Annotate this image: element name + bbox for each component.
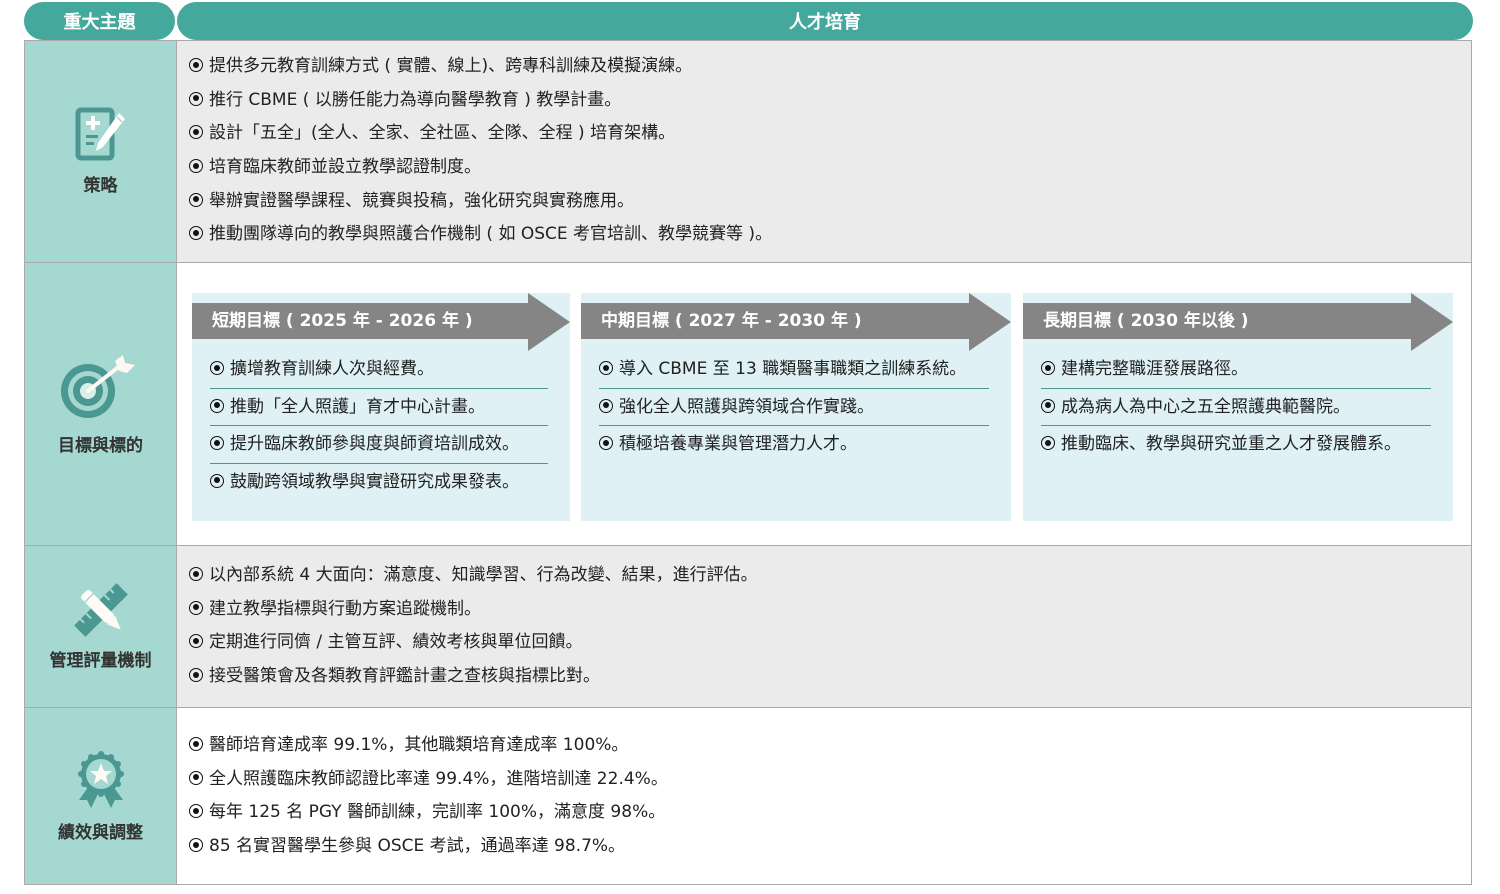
row-management: 管理評量機制 以內部系統 4 大面向：滿意度、知識學習、行為改變、結果，進行評估… — [24, 546, 1472, 708]
row-goals-title: 目標與標的 — [58, 435, 143, 456]
list-item: 接受醫策會及各類教育評鑑計畫之查核與指標比對。 — [189, 660, 758, 694]
bullet-icon — [599, 398, 613, 413]
list-item: 強化全人照護與跨領域合作實踐。 — [599, 389, 989, 426]
list-item: 推動臨床、教學與研究並重之人才發展體系。 — [1041, 426, 1431, 464]
list-item: 擴增教育訓練人次與經費。 — [210, 351, 548, 389]
clipboard-pen-icon — [75, 107, 125, 161]
goal-card-title: 長期目標 ( 2030 年以後 ) — [1043, 311, 1249, 331]
row-performance: 績效與調整 醫師培育達成率 99.1%，其他職類培育達成率 100%。 全人照護… — [24, 708, 1472, 885]
list-item: 每年 125 名 PGY 醫師訓練，完訓率 100%，滿意度 98%。 — [189, 796, 668, 830]
arrow-banner — [192, 293, 570, 351]
list-item: 積極培養專業與管理潛力人才。 — [599, 426, 989, 464]
bullet-icon — [1041, 361, 1055, 375]
header-talent-cultivation: 人才培育 — [177, 2, 1473, 40]
header-major-topic: 重大主題 — [24, 2, 175, 40]
list-item: 全人照護臨床教師認證比率達 99.4%，進階培訓達 22.4%。 — [189, 763, 668, 797]
arrow-head-icon — [1411, 293, 1453, 351]
row-strategy-content: 提供多元教育訓練方式 ( 實體、線上)、跨專科訓練及模擬演練。 推行 CBME … — [177, 41, 1471, 262]
bullet-icon — [210, 398, 224, 413]
target-arrow-icon — [60, 354, 135, 418]
list-item: 以內部系統 4 大面向：滿意度、知識學習、行為改變、結果，進行評估。 — [189, 559, 758, 593]
bullet-icon — [189, 91, 203, 106]
list-item: 推動團隊導向的教學與照護合作機制 ( 如 OSCE 考官培訓、教學競賽等 )。 — [189, 218, 772, 252]
list-item: 定期進行同儕 / 主管互評、績效考核與單位回饋。 — [189, 626, 758, 660]
list-item: 提升臨床教師參與度與師資培訓成效。 — [210, 426, 548, 464]
header-talent-cultivation-label: 人才培育 — [789, 12, 861, 33]
arrow-head-icon — [528, 293, 570, 351]
row-management-title: 管理評量機制 — [49, 651, 152, 671]
bullet-icon — [189, 770, 203, 785]
bullet-icon — [210, 473, 224, 488]
goal-card-mid-term: 中期目標 ( 2027 年 - 2030 年 ) 導入 CBME 至 13 職類… — [581, 293, 1011, 521]
bullet-icon — [599, 436, 613, 450]
row-strategy: 策略 提供多元教育訓練方式 ( 實體、線上)、跨專科訓練及模擬演練。 推行 CB… — [24, 40, 1472, 263]
bullet-icon — [189, 600, 203, 615]
list-item: 推動「全人照護」育才中心計畫。 — [210, 389, 548, 426]
ruler-pencil-icon — [73, 583, 128, 637]
row-management-label-cell: 管理評量機制 — [25, 546, 177, 707]
list-item: 鼓勵跨領域教學與實證研究成果發表。 — [210, 464, 548, 502]
arrow-head-icon — [969, 293, 1011, 351]
bullet-icon — [1041, 398, 1055, 413]
row-goals-content: 短期目標 ( 2025 年 - 2026 年 ) 擴增教育訓練人次與經費。 推動… — [177, 263, 1471, 545]
bullet-icon — [189, 804, 203, 819]
list-item: 培育臨床教師並設立教學認證制度。 — [189, 151, 772, 185]
arrow-banner — [581, 293, 1011, 351]
bullet-icon — [189, 159, 203, 174]
award-ribbon-icon — [77, 750, 124, 808]
goal-card-title: 中期目標 ( 2027 年 - 2030 年 ) — [601, 311, 862, 331]
bullet-icon — [189, 737, 203, 751]
row-performance-title: 績效與調整 — [58, 822, 143, 843]
list-item: 提供多元教育訓練方式 ( 實體、線上)、跨專科訓練及模擬演練。 — [189, 50, 772, 84]
bullet-icon — [189, 838, 203, 853]
arrow-banner — [1023, 293, 1453, 351]
goal-card-title: 短期目標 ( 2025 年 - 2026 年 ) — [212, 311, 473, 331]
row-strategy-label-cell: 策略 — [25, 41, 177, 262]
bullet-icon — [189, 125, 203, 140]
bullet-icon — [189, 192, 203, 207]
bullet-icon — [189, 634, 203, 649]
row-performance-content: 醫師培育達成率 99.1%，其他職類培育達成率 100%。 全人照護臨床教師認證… — [177, 708, 1471, 884]
row-strategy-title: 策略 — [83, 176, 118, 196]
goal-card-long-term: 長期目標 ( 2030 年以後 ) 建構完整職涯發展路徑。 成為病人為中心之五全… — [1023, 293, 1453, 521]
row-goals: 目標與標的 短期目標 ( 2025 年 - 2026 年 ) 擴增教育訓練人次與… — [24, 263, 1472, 546]
goal-card-short-term: 短期目標 ( 2025 年 - 2026 年 ) 擴增教育訓練人次與經費。 推動… — [192, 293, 570, 521]
bullet-icon — [189, 668, 203, 683]
list-item: 導入 CBME 至 13 職類醫事職類之訓練系統。 — [599, 351, 989, 389]
row-management-content: 以內部系統 4 大面向：滿意度、知識學習、行為改變、結果，進行評估。 建立教學指… — [177, 546, 1471, 707]
list-item: 推行 CBME ( 以勝任能力為導向醫學教育 ) 教學計畫。 — [189, 84, 772, 118]
list-item: 設計「五全」(全人、全家、全社區、全隊、全程 ) 培育架構。 — [189, 117, 772, 151]
bullet-icon — [599, 361, 613, 375]
row-goals-label-cell: 目標與標的 — [25, 263, 177, 545]
list-item: 醫師培育達成率 99.1%，其他職類培育達成率 100%。 — [189, 729, 668, 763]
list-item: 成為病人為中心之五全照護典範醫院。 — [1041, 389, 1431, 426]
header-major-topic-label: 重大主題 — [63, 12, 136, 33]
bullet-icon — [189, 567, 203, 581]
list-item: 舉辦實證醫學課程、競賽與投稿，強化研究與實務應用。 — [189, 185, 772, 219]
list-item: 85 名實習醫學生參與 OSCE 考試，通過率達 98.7%。 — [189, 830, 668, 864]
row-performance-label-cell: 績效與調整 — [25, 708, 177, 884]
list-item: 建構完整職涯發展路徑。 — [1041, 351, 1431, 389]
bullet-icon — [189, 226, 203, 241]
bullet-icon — [210, 436, 224, 450]
list-item: 建立教學指標與行動方案追蹤機制。 — [189, 593, 758, 627]
bullet-icon — [1041, 436, 1055, 450]
bullet-icon — [210, 361, 224, 375]
bullet-icon — [189, 58, 203, 72]
